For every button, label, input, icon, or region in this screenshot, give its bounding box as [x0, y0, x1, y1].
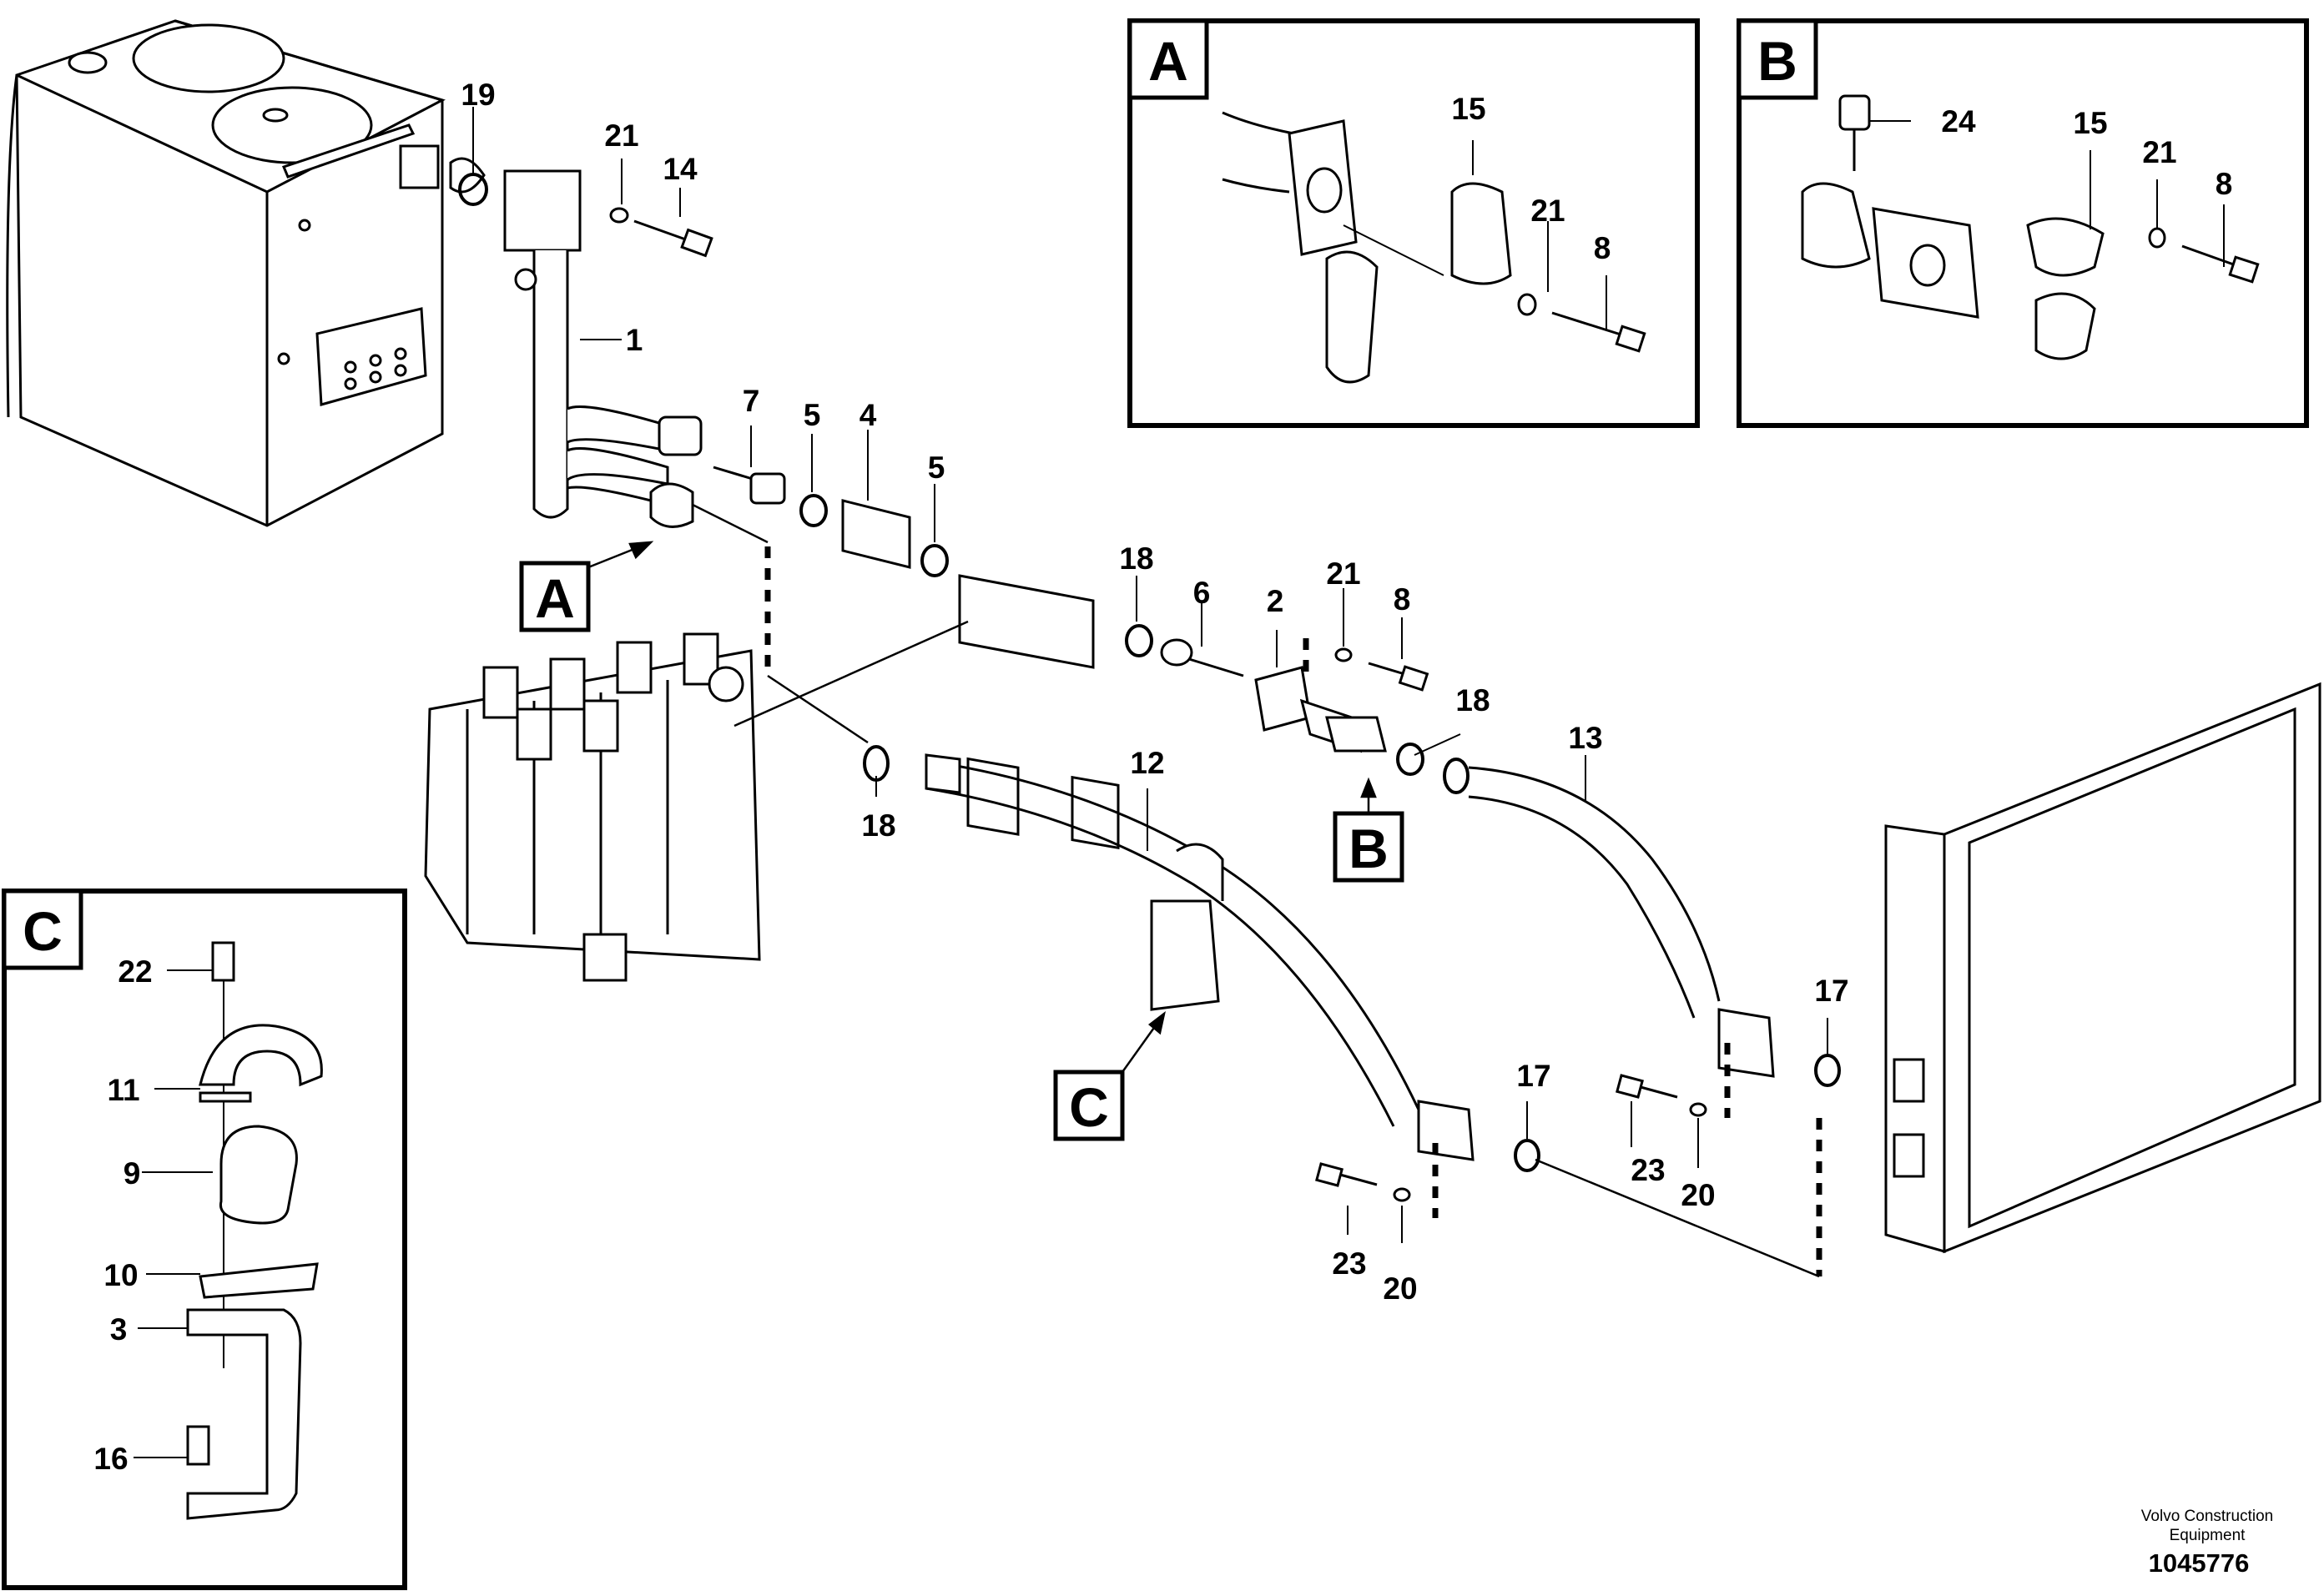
- callout-boxes: [519, 561, 1404, 1141]
- bolt-8-right: [1334, 647, 1429, 692]
- inset-b-part-15: 15: [2073, 106, 2107, 140]
- upper-fittings: [649, 466, 949, 577]
- brand-line-1: Volvo Construction: [2140, 1508, 2274, 1525]
- part-leader-lines: [134, 107, 2225, 1458]
- bolts-23-20: [1315, 1074, 1707, 1202]
- inset-c-part-11: 11: [107, 1073, 139, 1107]
- part-13: 13: [1568, 721, 1602, 755]
- hose-12: [863, 745, 1475, 1161]
- part-20-right: 20: [1681, 1178, 1715, 1212]
- inset-a: [1127, 18, 1700, 428]
- part-18-lower: 18: [861, 808, 895, 843]
- part-23-lower: 23: [1332, 1246, 1366, 1281]
- inset-b-title: B: [1757, 30, 1797, 92]
- brand-line-2: Equipment: [2169, 1527, 2246, 1544]
- inset-c-part-16: 16: [93, 1442, 128, 1476]
- hose-13: [1443, 758, 1841, 1087]
- o-ring-17-lower: [1514, 1139, 1540, 1172]
- inset-b-part-24: 24: [1941, 104, 1976, 138]
- part-7: 7: [743, 384, 760, 418]
- control-valve-block: [424, 632, 761, 982]
- inset-c-part-10: 10: [103, 1258, 138, 1292]
- bracket-c: [1150, 843, 1224, 1011]
- part-5-left: 5: [804, 398, 821, 432]
- inset-a-part-15: 15: [1451, 92, 1485, 126]
- inset-a-part-21: 21: [1530, 194, 1565, 228]
- right-upper-fittings: [1125, 624, 1424, 776]
- part-18-right: 18: [1455, 683, 1490, 717]
- callout-pointers: [587, 541, 1377, 1073]
- part-12: 12: [1130, 746, 1164, 780]
- o-ring-19: [458, 173, 488, 206]
- inset-c-part-3: 3: [110, 1312, 128, 1347]
- inset-b: [1737, 18, 2309, 428]
- part-20-lower: 20: [1383, 1271, 1417, 1306]
- bolt-14: [609, 207, 713, 258]
- brand-caption: Volvo Construction Equipment: [2086, 1507, 2324, 1545]
- inset-a-part-8: 8: [1594, 231, 1611, 265]
- part-17-right: 17: [1814, 974, 1848, 1008]
- part-1: 1: [626, 323, 643, 357]
- inset-c: [2, 889, 407, 1590]
- part-4: 4: [860, 398, 877, 432]
- part-21-right: 21: [1326, 556, 1360, 591]
- part-18-upper: 18: [1119, 541, 1153, 576]
- oil-cooler: [1884, 682, 2321, 1254]
- part-17-lower: 17: [1516, 1059, 1550, 1093]
- suction-tube: [503, 169, 703, 519]
- part-2: 2: [1267, 584, 1284, 618]
- part-5-right: 5: [928, 451, 945, 485]
- inset-b-part-8: 8: [2216, 167, 2233, 201]
- inset-c-part-9: 9: [124, 1156, 141, 1191]
- part-number-labels: 19 21 14 1 7 5 4 5 18 6 2 21 8 18 18 12 …: [93, 78, 2232, 1476]
- inset-b-part-21: 21: [2142, 135, 2176, 169]
- drawing-id: 1045776: [2148, 1548, 2250, 1578]
- flange-block: [958, 574, 1120, 850]
- part-23-right: 23: [1631, 1153, 1665, 1187]
- inset-c-part-22: 22: [118, 954, 152, 989]
- part-21-top: 21: [604, 118, 638, 153]
- callout-c-main: C: [1069, 1076, 1109, 1138]
- inset-c-title: C: [23, 900, 63, 962]
- part-19: 19: [461, 78, 495, 112]
- part-8-right: 8: [1394, 582, 1411, 617]
- part-6: 6: [1193, 576, 1211, 610]
- hydraulic-tank: [6, 19, 446, 527]
- callout-a-main: A: [535, 567, 575, 629]
- part-14: 14: [663, 152, 698, 186]
- inset-a-title: A: [1148, 30, 1188, 92]
- callout-b-main: B: [1349, 818, 1389, 879]
